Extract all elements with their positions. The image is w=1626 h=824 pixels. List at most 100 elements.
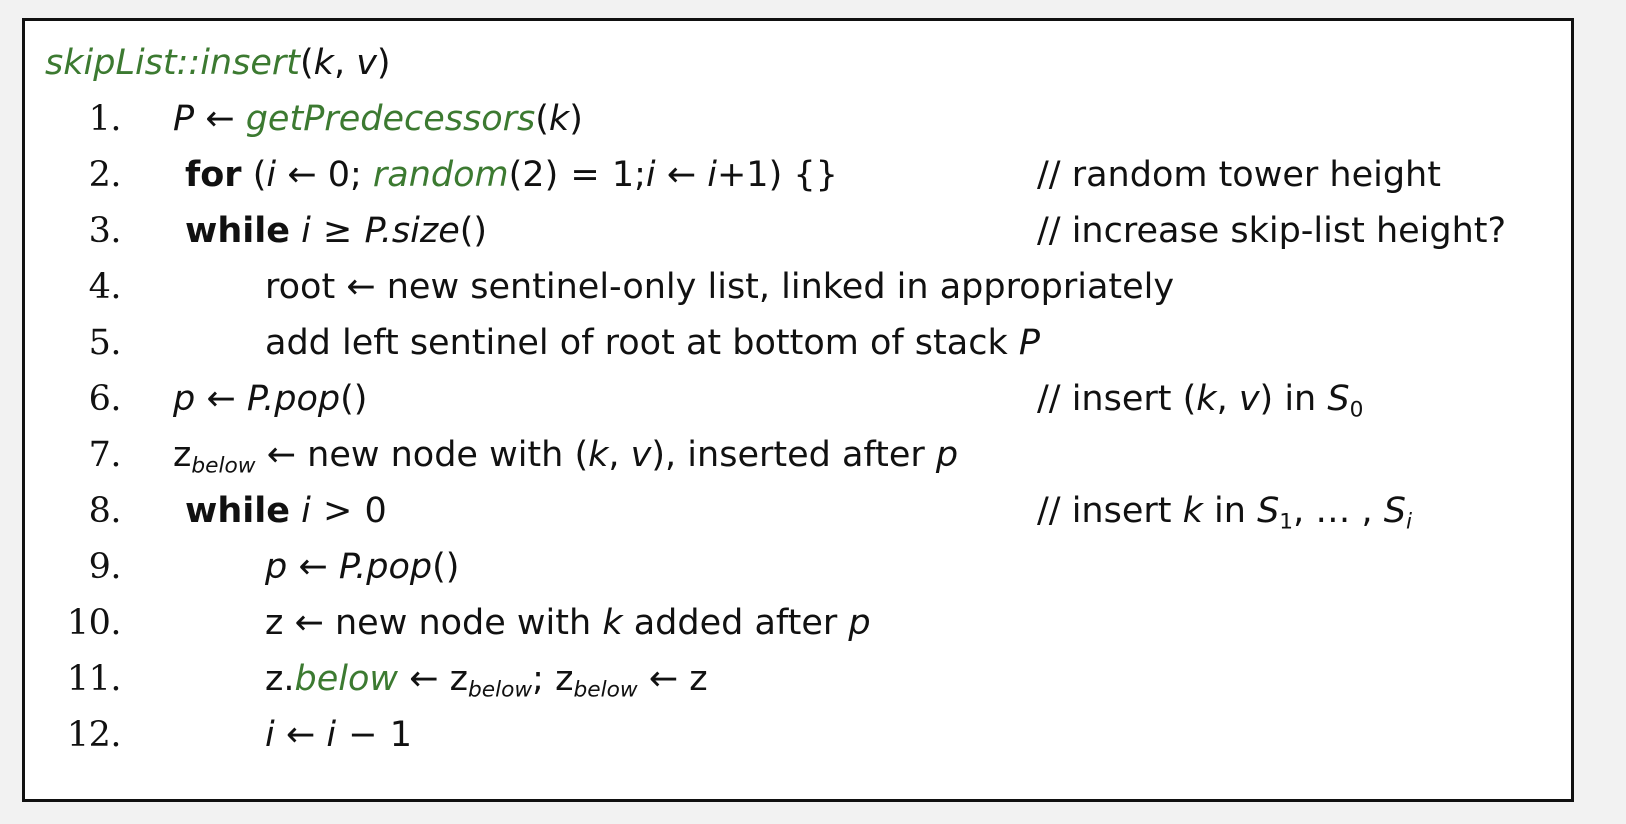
- line-content: for (i ← 0; random(2) = 1;i ← i+1) {}: [185, 147, 838, 203]
- set-subscript: i: [1405, 509, 1412, 535]
- var-i: i: [266, 155, 277, 195]
- parens: (): [432, 547, 460, 587]
- var-z: z: [449, 659, 469, 699]
- subscript-below: below: [573, 677, 638, 703]
- open-paren: (: [252, 155, 267, 195]
- code-line-11: 11. z.below ← zbelow; zbelow ← z: [25, 651, 1571, 707]
- arg-k: k: [548, 99, 570, 139]
- open-paren: (: [1182, 379, 1197, 419]
- line-number: 10.: [66, 603, 122, 643]
- algorithm-signature: skipList::insert(k, v): [25, 35, 1571, 91]
- subscript-below: below: [468, 677, 533, 703]
- dot: .: [380, 211, 392, 251]
- line-content: while i > 0: [185, 483, 387, 539]
- line-content: zbelow ← new node with (k, v), inserted …: [173, 427, 958, 495]
- code-line-5: 5. add left sentinel of root at bottom o…: [25, 315, 1571, 371]
- line-number: 12.: [66, 715, 122, 755]
- open-paren: (: [574, 435, 589, 475]
- var-i: i: [265, 715, 275, 755]
- dot: .: [355, 547, 367, 587]
- arg-k: k: [1182, 491, 1203, 531]
- line-10-mid: new node with: [334, 603, 603, 643]
- call-getpredecessors: getPredecessors: [245, 99, 536, 139]
- var-P: P: [246, 379, 264, 419]
- line-number: 3.: [88, 211, 122, 251]
- var-p: p: [935, 435, 959, 475]
- dot: .: [263, 379, 275, 419]
- comma: ,: [608, 435, 631, 475]
- line-number: 9.: [88, 547, 122, 587]
- line-5-text: add left sentinel of root at bottom of s…: [265, 323, 1019, 363]
- var-z: z: [689, 659, 708, 699]
- assign-arrow-icon: ←: [409, 659, 439, 699]
- greater-than-operator: >: [323, 491, 353, 531]
- var-p: p: [173, 379, 196, 419]
- signature-name: skipList::insert: [45, 43, 300, 83]
- line-content: p ← P.pop(): [173, 371, 367, 427]
- line-content: while i ≥ P.size(): [185, 203, 487, 259]
- semicolon: ;: [532, 659, 544, 699]
- assign-arrow-icon: ←: [206, 379, 236, 419]
- equals-operator: =: [570, 155, 600, 195]
- call-pop: pop: [274, 379, 341, 419]
- var-P: P: [364, 211, 381, 251]
- call-size: size: [391, 211, 460, 251]
- set-S: S: [1257, 491, 1280, 531]
- var-i: i: [645, 155, 656, 195]
- assign-arrow-icon: ←: [648, 659, 679, 699]
- var-p: p: [265, 547, 288, 587]
- empty-block-braces: {}: [793, 155, 838, 195]
- comment-in: in: [1202, 491, 1258, 531]
- literal-one: 1: [389, 715, 412, 755]
- close-paren: ): [1259, 379, 1274, 419]
- line-comment: // increase skip-list height?: [1037, 211, 1507, 251]
- var-i: i: [301, 491, 311, 531]
- signature-close-paren: ): [376, 43, 391, 83]
- line-number: 6.: [88, 379, 122, 419]
- dot: .: [283, 659, 295, 699]
- var-z: z: [265, 659, 284, 699]
- var-i: i: [326, 715, 337, 755]
- set-S: S: [1383, 491, 1406, 531]
- line-number: 4.: [88, 267, 122, 307]
- set-subscript: 1: [1279, 509, 1294, 535]
- algorithm-body: skipList::insert(k, v) 1. P ← getPredece…: [25, 21, 1571, 799]
- arg-v: v: [1238, 379, 1260, 419]
- var-p: p: [848, 603, 871, 643]
- line-content: root ← new sentinel-only list, linked in…: [265, 267, 1175, 307]
- signature-comma: ,: [333, 43, 357, 83]
- call-random: random: [372, 155, 509, 195]
- line-content: add left sentinel of root at bottom of s…: [265, 315, 1040, 371]
- assign-arrow-icon: ←: [294, 603, 324, 643]
- comment-prefix: // insert: [1037, 379, 1183, 419]
- var-i: i: [707, 155, 717, 195]
- arg-k: k: [588, 435, 609, 475]
- var-P: P: [1018, 323, 1040, 363]
- plus-one: +1: [716, 155, 769, 195]
- assign-arrow-icon: ←: [666, 155, 697, 195]
- set-S: S: [1327, 379, 1350, 419]
- assign-arrow-icon: ←: [287, 155, 317, 195]
- code-line-6: 6. p ← P.pop() // insert (k, v) in S0: [25, 371, 1571, 427]
- line-comment: // random tower height: [1037, 155, 1441, 195]
- var-P: P: [173, 99, 195, 139]
- comma: ,: [1216, 379, 1239, 419]
- literal-zero: 0: [364, 491, 387, 531]
- line-content: z.below ← zbelow; zbelow ← z: [265, 651, 708, 719]
- comment-in: in: [1273, 379, 1328, 419]
- assign-arrow-icon: ←: [285, 715, 316, 755]
- line-content: P ← getPredecessors(k): [173, 91, 583, 147]
- code-line-7: 7. zbelow ← new node with (k, v), insert…: [25, 427, 1571, 483]
- signature-open-paren: (: [300, 43, 314, 83]
- line-comment: // insert (k, v) in S0: [1037, 371, 1363, 439]
- line-number: 7.: [88, 435, 122, 475]
- subscript-below: below: [191, 453, 256, 479]
- line-number: 11.: [66, 659, 122, 699]
- random-arg: (2): [508, 155, 559, 195]
- greater-equal-operator: ≥: [323, 211, 353, 251]
- parens: (): [459, 211, 488, 251]
- code-line-8: 8. while i > 0 // insert k in S1, … , Si: [25, 483, 1571, 539]
- line-7-mid: new node with: [307, 435, 575, 475]
- algorithm-box: skipList::insert(k, v) 1. P ← getPredece…: [22, 18, 1574, 802]
